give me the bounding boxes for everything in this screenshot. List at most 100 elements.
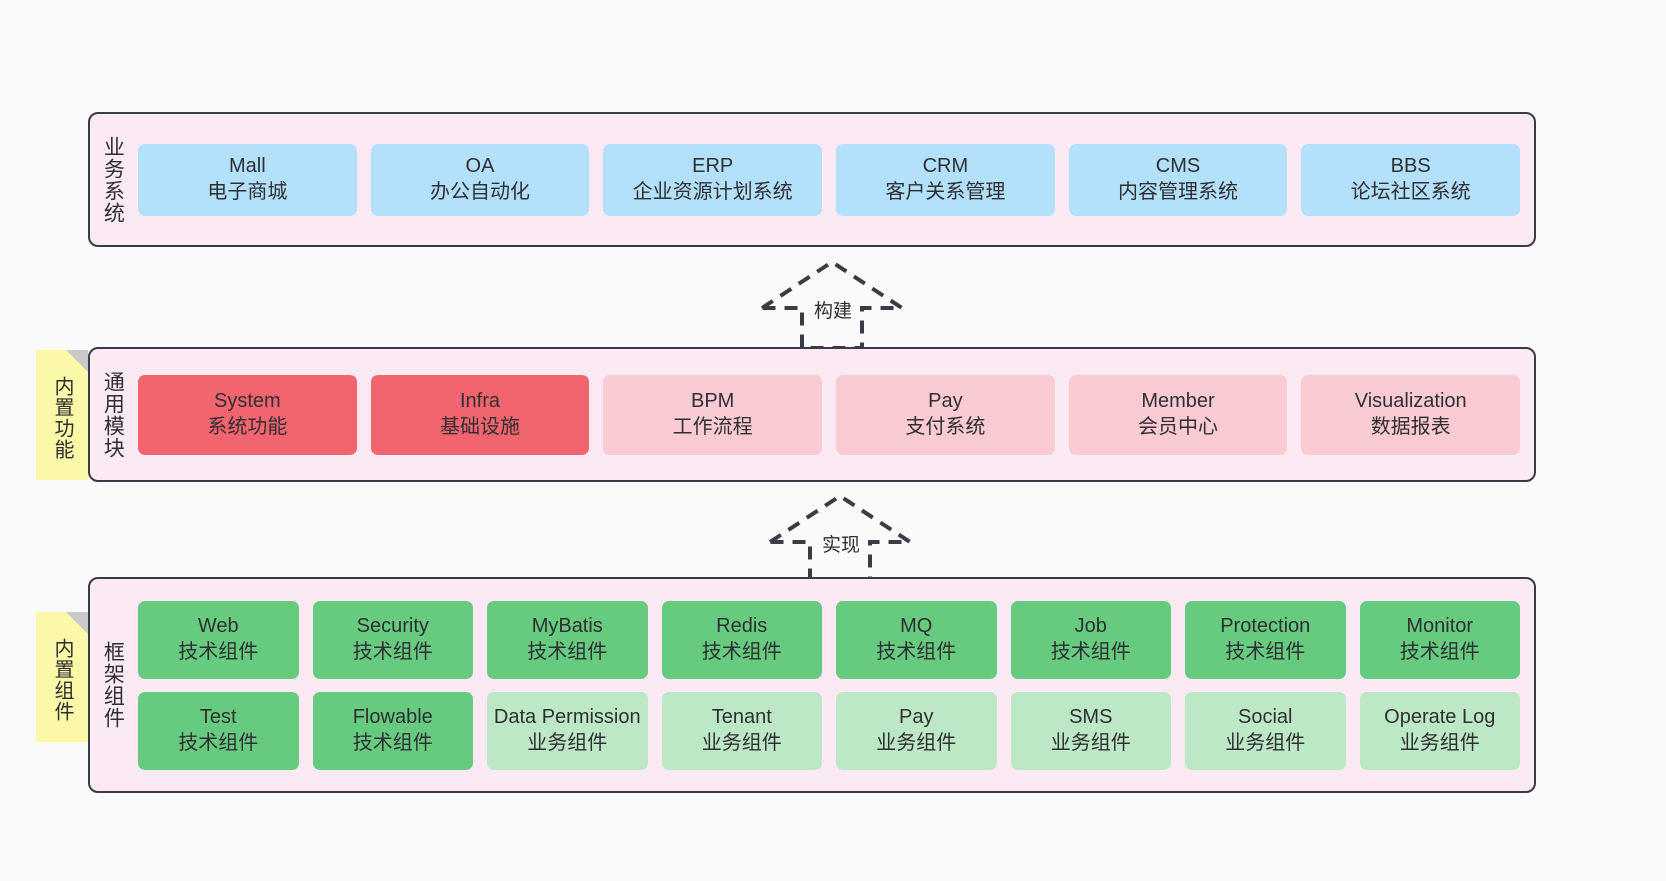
node-pay[interactable]: Pay 支付系统 [836,374,1055,455]
node-oa[interactable]: OA 办公自动化 [370,143,590,216]
note-built-in-components: 内置组件 [36,612,88,742]
node-title: OA [465,154,495,177]
node-tenant[interactable]: Tenant 业务组件 [661,691,822,770]
node-pay-business[interactable]: Pay 业务组件 [836,691,997,770]
arrow-build: 构建 [752,256,912,352]
node-visualization[interactable]: Visualization 数据报表 [1301,374,1521,455]
node-test[interactable]: Test 技术组件 [138,691,299,770]
node-subtitle: 业务组件 [1399,731,1480,754]
node-subtitle: 技术组件 [1225,640,1306,663]
dashed-hollow-arrow-icon [763,493,917,584]
layer-business-systems: 业务系统 Mall 电子商城 OA 办公自动化 ERP 企业资源计划系统 CRM… [88,112,1536,247]
node-title: Social [1238,705,1293,728]
layer-framework-components: 框架组件 Web 技术组件 Security 技术组件 MyBatis 技术组件… [88,577,1536,793]
node-title: Tenant [711,705,772,728]
node-subtitle: 基础设施 [440,415,520,438]
note-text: 内置组件 [51,638,73,722]
node-title: System [213,389,281,412]
node-title: MQ [900,614,933,637]
node-crm[interactable]: CRM 客户关系管理 [836,143,1055,216]
layer-label-common-modules: 通用模块 [101,370,125,459]
node-subtitle: 技术组件 [352,731,433,754]
layer-label-framework-components: 框架组件 [101,641,125,729]
node-subtitle: 技术组件 [178,731,259,754]
node-title: Pay [928,389,963,412]
node-title: SMS [1069,705,1113,728]
layer-body-framework-components: Web 技术组件 Security 技术组件 MyBatis 技术组件 Redi… [134,579,1534,791]
node-subtitle: 技术组件 [178,640,259,663]
layer-body-business-systems: Mall 电子商城 OA 办公自动化 ERP 企业资源计划系统 CRM 客户关系… [134,114,1534,245]
node-monitor[interactable]: Monitor 技术组件 [1359,600,1520,679]
node-bpm[interactable]: BPM 工作流程 [603,374,823,455]
node-title: MyBatis [531,614,603,637]
arrow-label-implement: 实现 [822,535,861,556]
node-redis[interactable]: Redis 技术组件 [661,600,822,679]
cell-row: Mall 电子商城 OA 办公自动化 ERP 企业资源计划系统 CRM 客户关系… [138,143,1521,216]
note-text: 内置功能 [51,376,73,460]
node-subtitle: 技术组件 [701,640,782,663]
node-subtitle: 业务组件 [1225,731,1306,754]
node-title: Job [1074,614,1107,637]
node-flowable[interactable]: Flowable 技术组件 [312,691,473,770]
node-sms[interactable]: SMS 业务组件 [1010,691,1171,770]
node-title: Redis [716,614,768,637]
node-title: CMS [1155,154,1201,177]
node-social[interactable]: Social 业务组件 [1185,691,1346,770]
node-title: BPM [691,389,735,412]
node-subtitle: 技术组件 [527,640,608,663]
node-title: Infra [459,389,501,412]
node-subtitle: 业务组件 [527,731,608,754]
node-system[interactable]: System 系统功能 [138,374,357,455]
node-protection[interactable]: Protection 技术组件 [1185,600,1346,679]
node-title: Protection [1220,614,1311,637]
node-infra[interactable]: Infra 基础设施 [370,374,590,455]
node-cms[interactable]: CMS 内容管理系统 [1068,143,1288,216]
node-title: BBS [1390,154,1431,177]
node-subtitle: 客户关系管理 [885,180,1006,203]
node-subtitle: 数据报表 [1370,415,1451,438]
node-security[interactable]: Security 技术组件 [312,600,473,679]
node-title: CRM [922,154,969,177]
layer-common-modules: 通用模块 System 系统功能 Infra 基础设施 BPM 工作流程 Pay… [88,347,1536,482]
node-title: Mall [229,154,266,177]
node-title: Visualization [1354,389,1467,412]
node-subtitle: 企业资源计划系统 [632,180,793,203]
node-subtitle: 内容管理系统 [1118,180,1239,203]
node-subtitle: 办公自动化 [430,180,530,203]
node-subtitle: 技术组件 [352,640,433,663]
node-title: Operate Log [1384,705,1496,728]
node-erp[interactable]: ERP 企业资源计划系统 [603,143,823,216]
arrow-label-build: 构建 [814,301,853,322]
node-subtitle: 论坛社区系统 [1350,180,1471,203]
note-built-in-functions: 内置功能 [36,350,88,480]
node-subtitle: 业务组件 [701,731,782,754]
node-mq[interactable]: MQ 技术组件 [836,600,997,679]
dashed-hollow-arrow-icon [755,259,909,350]
node-subtitle: 业务组件 [876,731,957,754]
node-subtitle: 技术组件 [1050,640,1131,663]
node-title: ERP [692,154,734,177]
node-subtitle: 技术组件 [1399,640,1480,663]
cell-row: Test 技术组件 Flowable 技术组件 Data Permission … [138,691,1520,770]
node-title: Member [1141,389,1215,412]
node-title: Test [199,705,237,728]
node-mybatis[interactable]: MyBatis 技术组件 [487,600,648,679]
node-subtitle: 技术组件 [876,640,957,663]
node-subtitle: 电子商城 [207,180,288,203]
layer-body-common-modules: System 系统功能 Infra 基础设施 BPM 工作流程 Pay 支付系统… [134,349,1534,480]
node-mall[interactable]: Mall 电子商城 [138,143,357,216]
node-operate-log[interactable]: Operate Log 业务组件 [1359,691,1520,770]
node-subtitle: 支付系统 [905,415,986,438]
node-web[interactable]: Web 技术组件 [138,600,299,679]
node-subtitle: 业务组件 [1050,731,1131,754]
node-title: Security [356,614,429,637]
node-data-permission[interactable]: Data Permission 业务组件 [487,691,648,770]
layer-label-business-systems: 业务系统 [101,135,125,224]
arrow-implement: 实现 [760,490,920,586]
node-subtitle: 工作流程 [672,415,753,438]
node-bbs[interactable]: BBS 论坛社区系统 [1301,143,1521,216]
node-member[interactable]: Member 会员中心 [1068,374,1288,455]
node-job[interactable]: Job 技术组件 [1010,600,1171,679]
node-title: Data Permission [493,705,641,728]
